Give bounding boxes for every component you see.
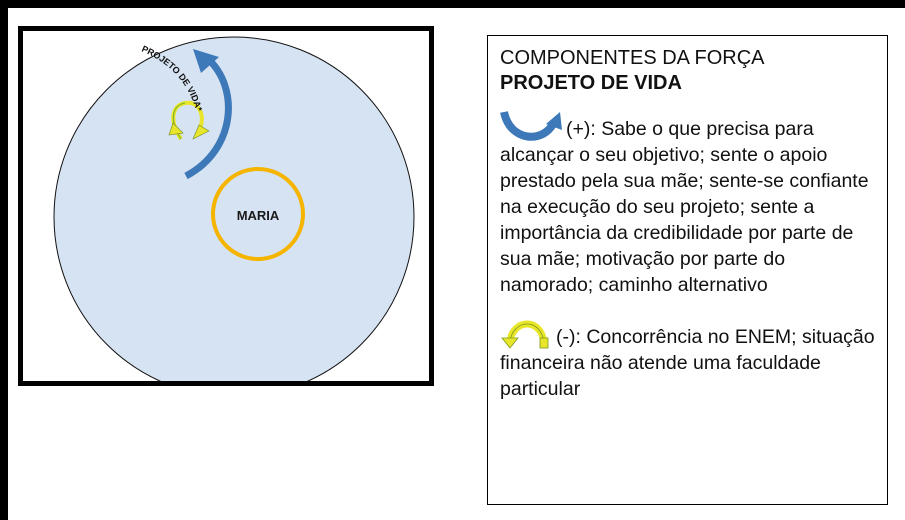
positive-legend-text: (+): Sabe o que precisa para alcançar o …	[500, 118, 869, 296]
blue-curved-arrow-icon	[500, 110, 562, 141]
frame-top-border	[0, 0, 905, 8]
diagram-panel: MARIA PROJETO DE VIDA*	[18, 26, 434, 386]
force-diagram: MARIA PROJETO DE VIDA*	[53, 36, 415, 381]
negative-legend-entry: (-): Concorrência no ENEM; situação fina…	[500, 316, 875, 402]
frame-left-border	[0, 0, 8, 520]
yellow-curved-arrow-icon	[501, 320, 549, 349]
legend-heading-line2: PROJETO DE VIDA	[500, 72, 682, 94]
legend-box: COMPONENTES DA FORÇA PROJETO DE VIDA (+)…	[487, 35, 888, 505]
legend-heading-line1: COMPONENTES DA FORÇA	[500, 47, 765, 69]
positive-force-arrow-icon	[184, 49, 232, 180]
maria-label: MARIA	[237, 208, 280, 223]
positive-legend-entry: (+): Sabe o que precisa para alcançar o …	[500, 110, 875, 298]
negative-legend-text: (-): Concorrência no ENEM; situação fina…	[500, 326, 875, 400]
maria-circle	[211, 167, 305, 261]
legend-heading: COMPONENTES DA FORÇA PROJETO DE VIDA	[500, 46, 875, 96]
negative-force-arrow-icon	[168, 100, 210, 141]
